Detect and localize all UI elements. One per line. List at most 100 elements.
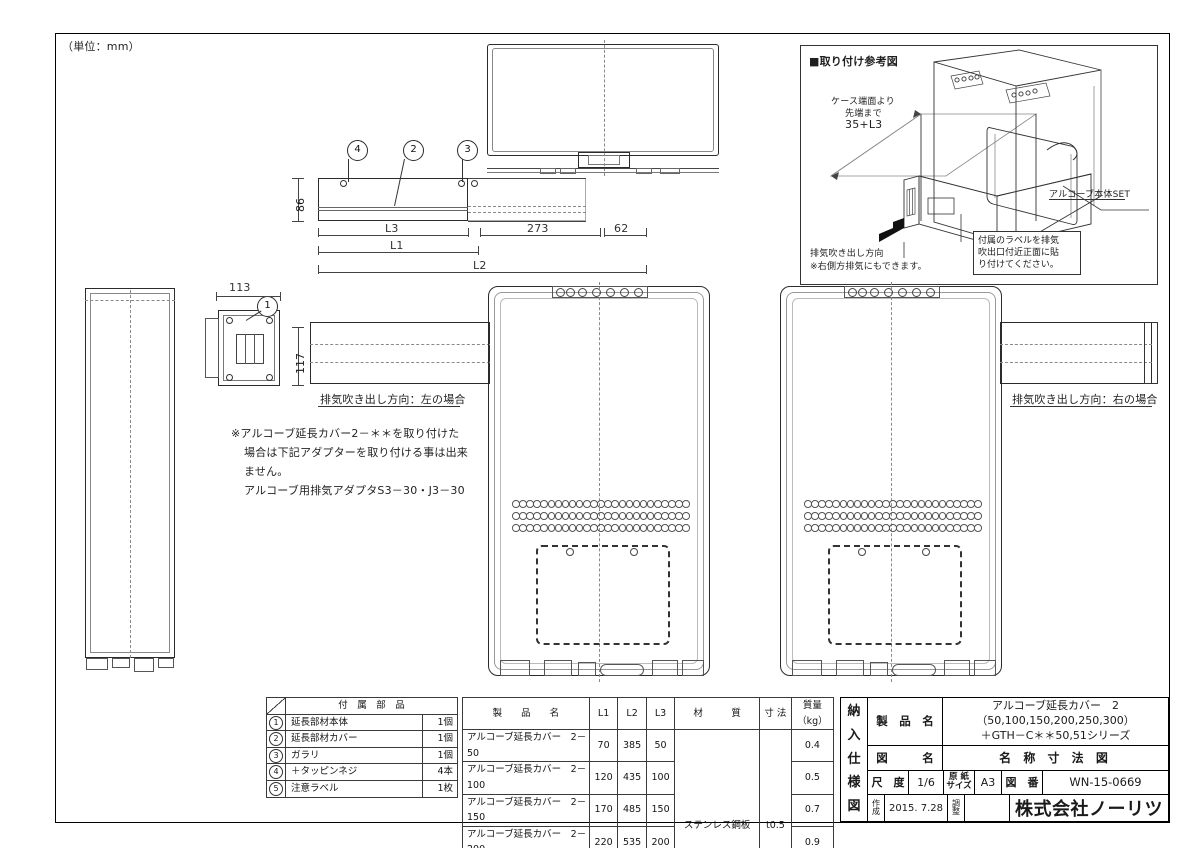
- parts-row-name: ＋タッピンネジ: [285, 763, 423, 781]
- spec-table-header-cell: 質量（kg）: [790, 696, 835, 731]
- vent-hole: [618, 500, 627, 508]
- vent-hole: [611, 500, 619, 508]
- title-block: 納入仕様図 製 品 名 アルコーブ延長カバー 2 （50,100,150,200…: [840, 697, 1169, 822]
- company-logo: 株式会社ノーリツ: [1015, 799, 1163, 820]
- label-attach-callout: 付属のラベルを排気 吹出口付近正面に貼 り付けてください。: [973, 231, 1081, 275]
- dim-l1: L1: [390, 239, 404, 252]
- louver: [236, 334, 264, 364]
- label-product-name: 製 品 名: [868, 698, 943, 745]
- parts-row-number: 2: [266, 730, 286, 748]
- spec-row-l3: 200: [645, 825, 676, 848]
- bottom-fitting: [792, 660, 822, 676]
- label-adjust-1: 調: [952, 799, 960, 808]
- spec-table-header-cell: L3: [645, 696, 676, 731]
- spec-row-l3: 50: [645, 729, 676, 763]
- vent-hole: [547, 524, 556, 532]
- warning-note-block: ※アルコーブ延長カバー2－＊＊を取り付けた 場合は下記アダプターを取り付ける事は…: [231, 424, 468, 500]
- warn-line-2: 場合は下記アダプターを取り付ける事は出来: [244, 446, 468, 459]
- spec-row-l1: 220: [588, 825, 619, 848]
- dim-62: 62: [614, 222, 629, 235]
- warn-line-1: ※アルコーブ延長カバー2－＊＊を取り付けた: [231, 427, 460, 440]
- note-case-dim: 35+L3: [845, 118, 883, 131]
- extension-tube-right: [1000, 322, 1152, 384]
- bottom-fitting: [86, 658, 108, 670]
- vent-hole: [903, 512, 911, 520]
- vent-hole: [682, 512, 690, 520]
- product-line-3: ＋GTH－C＊＊50,51シリーズ: [980, 728, 1131, 742]
- label-drawing-number: 図 番: [1002, 770, 1043, 794]
- label-created-2: 成: [872, 807, 880, 816]
- label-exhaust-right: 排気吹き出し方向：右の場合: [1012, 393, 1158, 406]
- vent-hole: [974, 500, 982, 508]
- vent-hole: [832, 500, 840, 508]
- label-exhaust-sub: ※右側方排気にもできます。: [810, 262, 927, 272]
- parts-row-qty: 1個: [422, 746, 458, 765]
- callout-line-3: り付けてください。: [978, 260, 1059, 271]
- spec-table-header-cell: 製 品 名: [462, 696, 590, 731]
- parts-row-qty: 4本: [422, 763, 458, 781]
- title-block-side-char: 納: [847, 704, 861, 720]
- parts-row-name: 注意ラベル: [285, 779, 423, 798]
- label-drawing-name: 図 名: [868, 745, 943, 770]
- screw-mark: [266, 374, 273, 381]
- product-line-1: アルコーブ延長カバー 2: [991, 698, 1119, 712]
- vent-hole: [832, 512, 840, 520]
- screw-mark: [471, 180, 478, 187]
- vent-hole: [547, 500, 556, 508]
- vent-hole: [547, 512, 556, 520]
- vent-hole: [910, 500, 919, 508]
- vent-hole: [839, 500, 848, 508]
- access-panel-right: [828, 545, 962, 645]
- install-reference-panel: ■取り付け参考図: [800, 45, 1158, 285]
- spec-table-header-cell: 寸 法: [759, 696, 792, 731]
- drawing-number-value: WN-15-0669: [1069, 775, 1142, 790]
- title-block-side-char: 様: [847, 775, 861, 791]
- spec-row-l1: 170: [588, 793, 619, 827]
- label-scale: 尺 度: [868, 770, 909, 794]
- vent-grid-left: [512, 500, 690, 538]
- vent-hole: [903, 524, 911, 532]
- parts-row-qty: 1枚: [422, 779, 458, 798]
- vent-hole: [974, 512, 982, 520]
- spec-row-l1: 70: [588, 729, 619, 763]
- balloon-3: 3: [457, 140, 478, 161]
- label-exhaust-left: 排気吹き出し方向：左の場合: [320, 393, 466, 406]
- label-created: 作 成: [868, 795, 885, 821]
- spec-row-name: アルコーブ延長カバー 2－150: [462, 793, 590, 827]
- table-row: アルコーブ延長カバー 2－2002205352000.9: [462, 825, 835, 848]
- vent-hole: [540, 524, 548, 532]
- title-block-side-char: 仕: [847, 751, 861, 767]
- paper-size-value: A3: [975, 770, 1002, 794]
- label-adjust-2: 整: [952, 807, 960, 816]
- spec-row-l2: 435: [617, 761, 647, 795]
- label-created-1: 作: [872, 799, 880, 808]
- product-name-value: アルコーブ延長カバー 2 （50,100,150,200,250,300） ＋G…: [943, 698, 1168, 745]
- vent-grid-right: [804, 500, 982, 538]
- parts-row-number: 5: [266, 779, 286, 798]
- cover-profile: [318, 178, 468, 221]
- parts-row-number: 4: [266, 763, 286, 781]
- label-adjust: 調 整: [948, 795, 965, 821]
- parts-row-number: 3: [266, 746, 286, 765]
- vent-hole: [611, 512, 619, 520]
- vent-hole: [618, 512, 627, 520]
- scale-value: 1/6: [909, 770, 944, 794]
- spec-row-weight: 0.9: [790, 825, 835, 848]
- vent-hole: [839, 512, 848, 520]
- vent-hole: [839, 524, 848, 532]
- spec-table-header-cell: L1: [588, 696, 619, 731]
- spec-row-l1: 120: [588, 761, 619, 795]
- drawing-name-value: 名 称 寸 法 図: [999, 751, 1112, 766]
- dim-86: 86: [294, 198, 307, 212]
- spec-row-weight: 0.4: [790, 729, 835, 763]
- vent-hole: [832, 524, 840, 532]
- top-connectors: [844, 286, 940, 298]
- top-connectors: [552, 286, 648, 298]
